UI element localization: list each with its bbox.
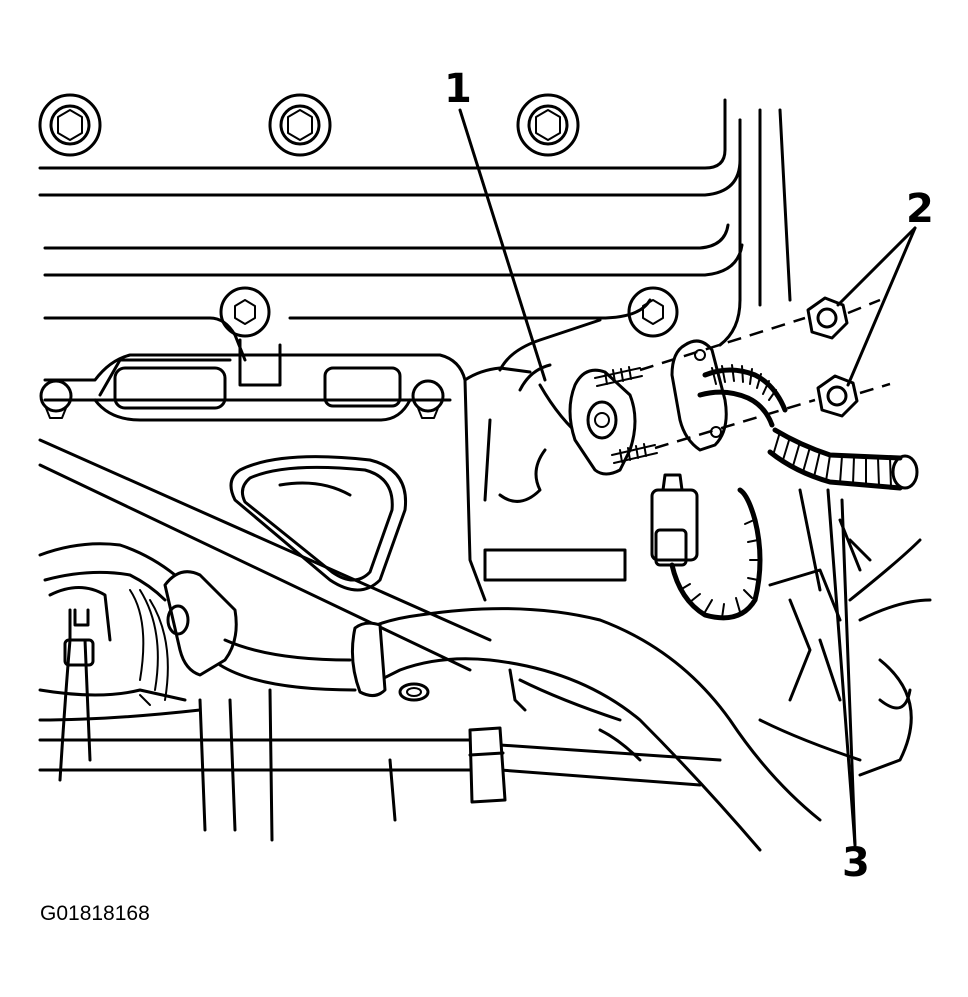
nut-icon xyxy=(816,374,859,418)
connector-icon xyxy=(650,473,763,621)
callout-1: 1 xyxy=(444,66,472,112)
bolt-icon xyxy=(38,93,102,157)
stud-icon xyxy=(594,366,643,387)
nut-icon xyxy=(806,296,849,340)
lower-cover xyxy=(38,338,492,672)
leader-line-icon xyxy=(826,488,857,847)
triangular-opening xyxy=(229,455,408,592)
housing xyxy=(463,318,627,602)
bolt-icon xyxy=(39,379,73,419)
bolt-icon xyxy=(219,286,271,338)
corrugated-harness-icon xyxy=(767,427,919,491)
callout-2: 2 xyxy=(906,186,934,232)
bolt-icon xyxy=(268,93,332,157)
bolt-icon xyxy=(516,93,580,157)
small-hose xyxy=(38,542,357,692)
upper-manifold xyxy=(38,98,792,362)
leader-line-icon xyxy=(458,108,547,382)
alignment-lines xyxy=(639,298,891,450)
large-hose xyxy=(350,607,822,852)
bolt-icon xyxy=(627,286,679,338)
callout-3: 3 xyxy=(842,840,870,886)
figure-id: G01818168 xyxy=(40,902,150,925)
leader-line-icon xyxy=(836,226,917,387)
bottom-rails xyxy=(38,688,722,842)
bolt-icon xyxy=(411,379,445,419)
stud-icon xyxy=(611,443,658,464)
